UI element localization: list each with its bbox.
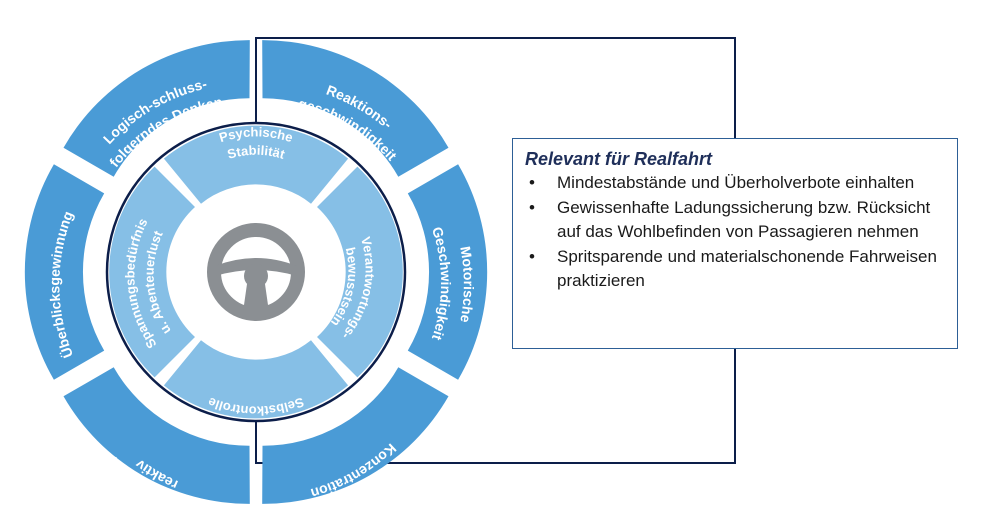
inner-label-psychische-2: Stabilität bbox=[226, 143, 288, 162]
info-item-text: Spritsparende und materialschonende Fahr… bbox=[557, 246, 937, 291]
outer-segment-belastbarkeit bbox=[63, 367, 250, 504]
realfahrt-info-box: Relevant für Realfahrt • Mindestabstände… bbox=[512, 138, 958, 349]
info-list: • Mindestabstände und Überholverbote ein… bbox=[525, 171, 947, 294]
info-item-text: Mindestabstände und Überholverbote einha… bbox=[557, 173, 915, 192]
info-item: • Gewissenhafte Ladungssicherung bzw. Rü… bbox=[525, 196, 947, 245]
bullet: • bbox=[529, 246, 535, 266]
inner-segment-selbstkontrolle bbox=[163, 340, 349, 419]
inner-segment-verantwortungsbewusstsein bbox=[317, 166, 403, 378]
bullet: • bbox=[529, 197, 535, 217]
bullet: • bbox=[529, 173, 535, 192]
info-item: • Spritsparende und materialschonende Fa… bbox=[525, 245, 947, 294]
outer-segment-logisch-denken bbox=[63, 40, 250, 177]
info-item: • Mindestabstände und Überholverbote ein… bbox=[525, 171, 947, 196]
outer-segment-reaktionsgeschwindigkeit bbox=[262, 40, 449, 177]
outer-segment-motorische-geschwindigkeit bbox=[407, 164, 488, 380]
outer-segment-konzentration bbox=[262, 367, 449, 504]
inner-segment-spannungsbeduerfnis bbox=[109, 166, 195, 378]
inner-label-psychische: Psychische bbox=[217, 124, 294, 145]
info-title: Relevant für Realfahrt bbox=[525, 149, 713, 169]
steering-wheel-icon bbox=[207, 223, 305, 321]
inner-segment-psychische-stabilitaet bbox=[163, 125, 349, 204]
outer-label-motorische: Motorische bbox=[457, 245, 477, 324]
info-item-text: Gewissenhafte Ladungssicherung bzw. Rück… bbox=[557, 197, 931, 242]
outer-segment-ueberblicksgewinnung bbox=[24, 164, 105, 380]
